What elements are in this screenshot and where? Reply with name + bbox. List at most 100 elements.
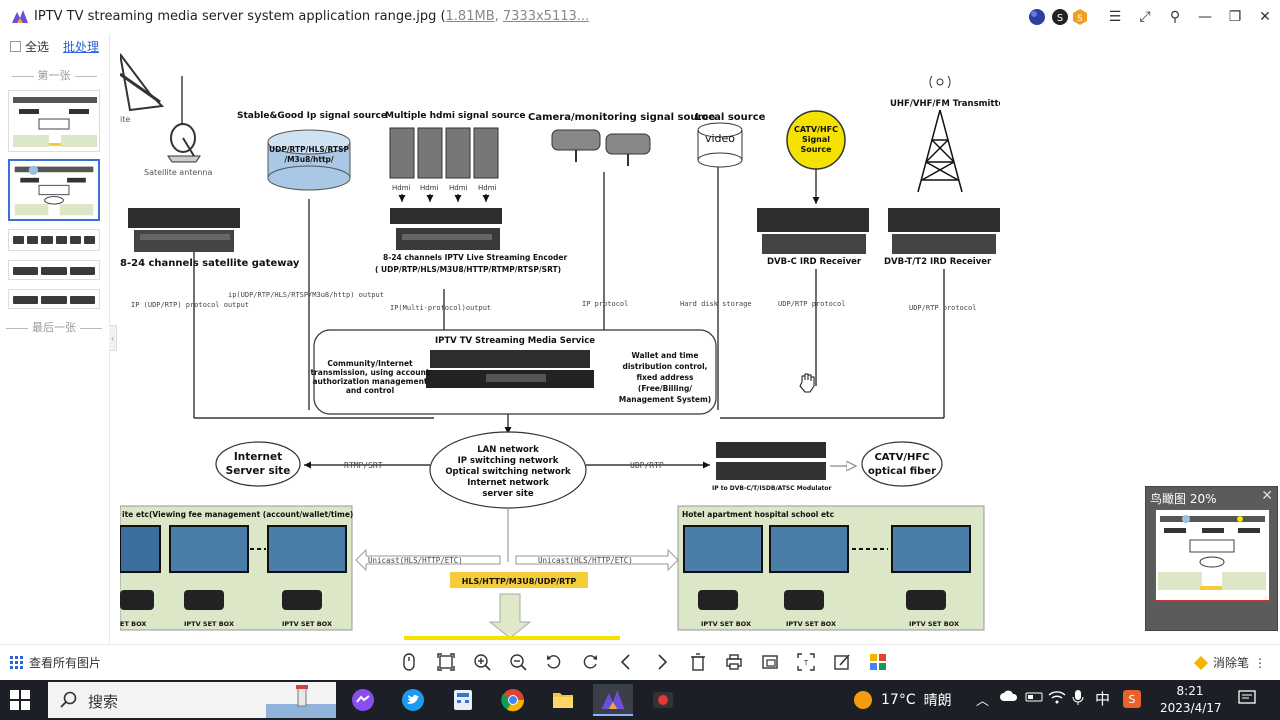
hand-cursor-icon bbox=[799, 373, 815, 393]
rotate-left-icon[interactable] bbox=[542, 651, 566, 673]
right-set-top-boxes bbox=[698, 590, 946, 610]
right-set-box-label-2: IPTV SET BOX bbox=[786, 620, 836, 628]
svg-text:T: T bbox=[803, 659, 809, 667]
left-set-box-partial: ET BOX bbox=[120, 620, 146, 628]
app-logo-icon bbox=[12, 10, 28, 23]
storage-icon[interactable] bbox=[1025, 690, 1043, 708]
left-set-top-boxes bbox=[120, 590, 322, 610]
unicast-right-label: Unicast(HLS/HTTP/ETC) bbox=[538, 556, 633, 565]
birdseye-panel[interactable]: 鸟瞰图 20% ✕ bbox=[1145, 486, 1278, 631]
windows-start-icon[interactable] bbox=[10, 690, 30, 710]
wallet-line4: (Free/Billing/ bbox=[638, 384, 692, 393]
weather-widget[interactable]: 17°C 晴朗 bbox=[853, 690, 952, 710]
community-line4: and control bbox=[346, 386, 394, 395]
onedrive-cloud-icon[interactable] bbox=[1000, 690, 1018, 706]
mouse-mode-icon[interactable] bbox=[397, 651, 421, 673]
sidebar-collapse-handle[interactable]: ‹ bbox=[109, 325, 117, 351]
thumbnail-2[interactable] bbox=[8, 159, 100, 221]
udp-rtp-label: UDP/RTP bbox=[630, 461, 664, 470]
thumbnail-4[interactable] bbox=[8, 260, 100, 280]
delete-icon[interactable] bbox=[686, 651, 710, 673]
rotate-right-icon[interactable] bbox=[578, 651, 602, 673]
microphone-icon[interactable] bbox=[1072, 690, 1084, 710]
twitter-app-icon[interactable] bbox=[393, 684, 433, 716]
minimize-button[interactable]: — bbox=[1198, 9, 1212, 25]
birdseye-preview[interactable] bbox=[1155, 509, 1270, 601]
fit-screen-icon[interactable] bbox=[434, 651, 458, 673]
hdmi-label-4: Hdmi bbox=[478, 184, 497, 192]
internet-server-line2: Server site bbox=[226, 465, 291, 477]
image-viewer-app-icon[interactable] bbox=[593, 684, 633, 716]
local-source-label: Local source bbox=[695, 112, 766, 123]
thumbnail-sidebar: 全选 批处理 第一张 bbox=[0, 34, 110, 644]
encoder-device-icon bbox=[390, 208, 502, 250]
screenshot-icon[interactable] bbox=[758, 651, 782, 673]
wallet-line2: distribution control, bbox=[622, 362, 707, 371]
svg-text:S: S bbox=[1077, 14, 1083, 24]
view-all-images-button[interactable]: 查看所有图片 bbox=[10, 654, 101, 671]
image-canvas[interactable]: ite Satellite antenna bbox=[120, 44, 1000, 640]
sogou-input-icon[interactable]: S bbox=[1123, 690, 1141, 712]
thumbnail-1[interactable] bbox=[8, 90, 100, 152]
messenger-app-icon[interactable] bbox=[343, 684, 383, 716]
batch-link[interactable]: 批处理 bbox=[63, 40, 100, 54]
select-all-checkbox[interactable]: 全选 bbox=[10, 38, 49, 55]
more-menu-icon[interactable]: ⋮ bbox=[1254, 655, 1266, 670]
video-label: video bbox=[705, 132, 735, 145]
modulator-label: IP to DVB-C/T/ISDB/ATSC Modulator bbox=[712, 485, 832, 492]
show-hidden-icons-chevron-icon[interactable]: ︿ bbox=[976, 694, 990, 709]
cylinder-label-1: UDP/RTP/HLS/RTSP bbox=[269, 145, 349, 154]
left-set-box-label-1: IPTV SET BOX bbox=[184, 620, 234, 628]
taskbar: 搜索 17°C 晴朗 ︿ 中 S 8:21 2023/4/17 bbox=[0, 680, 1280, 720]
pin-icon[interactable]: ⚲ bbox=[1169, 9, 1181, 25]
thumbnail-3[interactable] bbox=[8, 229, 100, 251]
svg-text:S: S bbox=[1129, 693, 1136, 706]
out-ip-multi-label: ip(UDP/RTP/HLS/RTSP/M3u8/http) output bbox=[228, 291, 384, 299]
file-size[interactable]: 1.81MB bbox=[445, 9, 495, 24]
out-udp-protocol-label-2: UDP/RTP protocol bbox=[909, 304, 976, 312]
globe-icon[interactable] bbox=[1027, 6, 1047, 28]
birdseye-close-icon[interactable]: ✕ bbox=[1261, 488, 1273, 504]
maximize-button[interactable]: ❐ bbox=[1228, 9, 1242, 25]
catv-fiber-line1: CATV/HFC bbox=[874, 452, 929, 463]
notifications-icon[interactable] bbox=[1238, 690, 1256, 710]
internet-server-ellipse bbox=[215, 441, 301, 487]
wifi-icon[interactable] bbox=[1048, 690, 1066, 708]
ocr-icon[interactable]: T bbox=[794, 651, 818, 673]
next-icon[interactable] bbox=[650, 651, 674, 673]
calculator-app-icon[interactable] bbox=[443, 684, 483, 716]
close-button[interactable]: ✕ bbox=[1259, 9, 1271, 25]
search-icon bbox=[60, 691, 77, 708]
satellite-dish-partial-icon bbox=[120, 53, 165, 112]
zoom-out-icon[interactable] bbox=[506, 651, 530, 673]
menu-icon[interactable]: ☰ bbox=[1108, 9, 1122, 25]
out-udp-protocol-label: UDP/RTP protocol bbox=[778, 300, 845, 308]
taskbar-search-box[interactable]: 搜索 bbox=[48, 682, 336, 718]
more-apps-icon[interactable] bbox=[866, 651, 890, 673]
first-page-label: 第一张 bbox=[0, 67, 108, 83]
hdmi-source-label: Multiple hdmi signal source bbox=[385, 111, 525, 121]
screen-recorder-app-icon[interactable] bbox=[643, 684, 683, 716]
zoom-in-icon[interactable] bbox=[470, 651, 494, 673]
vip-shield-icon[interactable]: S bbox=[1070, 6, 1090, 28]
edit-icon[interactable] bbox=[830, 651, 854, 673]
print-icon[interactable] bbox=[722, 651, 746, 673]
satellite-label: Satellite antenna bbox=[144, 168, 212, 177]
catv-fiber-line2: optical fiber bbox=[868, 466, 936, 477]
fullscreen-icon[interactable]: ⤢ bbox=[1139, 9, 1151, 25]
chrome-app-icon[interactable] bbox=[493, 684, 533, 716]
coin-icon[interactable]: S bbox=[1050, 6, 1070, 28]
lan-line4: Internet network bbox=[467, 478, 549, 488]
hdmi-label-2: Hdmi bbox=[420, 184, 439, 192]
thumbnail-5[interactable] bbox=[8, 289, 100, 309]
eraser-button[interactable]: 消除笔 ⋮ bbox=[1193, 654, 1266, 671]
dvbc-receiver-device-icon bbox=[757, 208, 869, 254]
out-ip-protocol-label: IP protocol bbox=[582, 300, 628, 308]
internet-server-line1: Internet bbox=[234, 451, 282, 463]
file-explorer-app-icon[interactable] bbox=[543, 684, 583, 716]
previous-icon[interactable] bbox=[614, 651, 638, 673]
search-highlight-lighthouse-icon bbox=[266, 685, 336, 718]
ime-language-indicator[interactable]: 中 bbox=[1095, 690, 1111, 708]
image-dimensions[interactable]: 7333x5113... bbox=[502, 9, 590, 24]
taskbar-clock[interactable]: 8:21 2023/4/17 bbox=[1160, 684, 1222, 715]
